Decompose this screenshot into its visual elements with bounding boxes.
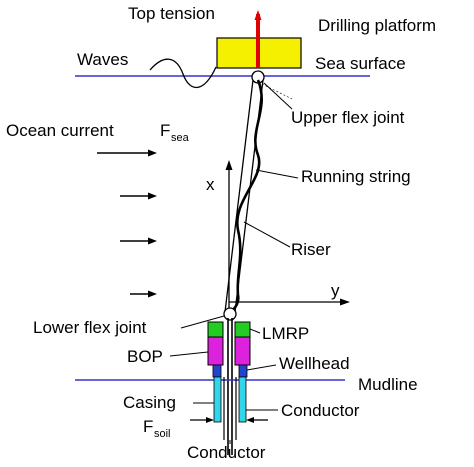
label-mudline: Mudline bbox=[358, 375, 418, 394]
label-drilling-platform: Drilling platform bbox=[318, 16, 436, 35]
casing-right bbox=[238, 376, 247, 423]
label-running-string: Running string bbox=[301, 167, 411, 186]
label-riser: Riser bbox=[291, 240, 331, 259]
lower-flex-joint bbox=[223, 307, 237, 321]
label-ocean-current: Ocean current bbox=[6, 121, 114, 140]
top-tension-arrow bbox=[254, 10, 262, 20]
bop-leader bbox=[169, 351, 209, 357]
running-string-leader bbox=[255, 169, 299, 179]
lmrp-left bbox=[207, 321, 224, 338]
riser-left-wall bbox=[224, 79, 254, 313]
label-lower-flex-joint: Lower flex joint bbox=[33, 318, 147, 337]
riser-leader bbox=[243, 221, 291, 248]
lower-flex-joint-leader bbox=[180, 315, 225, 329]
label-f-soil-subscript: soil bbox=[154, 428, 171, 440]
label-top-tension: Top tension bbox=[128, 4, 215, 23]
bop-right bbox=[234, 336, 251, 366]
f-soil-arrowhead-left bbox=[206, 417, 214, 423]
label-waves: Waves bbox=[77, 50, 128, 69]
label-casing: Casing bbox=[123, 393, 176, 412]
wave-curve bbox=[149, 58, 217, 89]
f-soil-arrowhead-right bbox=[246, 417, 254, 423]
upper-flex-joint-leader bbox=[263, 82, 293, 110]
lmrp-right bbox=[234, 321, 251, 338]
label-bop: BOP bbox=[127, 347, 163, 366]
wellhead-right bbox=[238, 364, 248, 378]
wellhead-left bbox=[212, 364, 222, 378]
label-upper-flex-joint: Upper flex joint bbox=[291, 108, 405, 127]
ocean-current-arrows bbox=[97, 149, 157, 298]
casing-left bbox=[213, 376, 222, 423]
upper-flex-joint-leader-2 bbox=[261, 83, 293, 100]
lmrp-leader bbox=[249, 328, 261, 334]
wellhead-leader bbox=[246, 364, 277, 371]
label-f-soil: F bbox=[143, 417, 153, 436]
y-axis-arrowhead bbox=[340, 298, 350, 306]
label-x-axis: x bbox=[206, 175, 215, 194]
label-conductor-right: Conductor bbox=[281, 401, 360, 420]
running-string bbox=[228, 79, 263, 315]
label-sea-surface: Sea surface bbox=[315, 54, 406, 73]
label-y-axis: y bbox=[331, 281, 340, 300]
x-axis-arrowhead bbox=[225, 160, 233, 170]
label-conductor-bottom: Conductor bbox=[187, 443, 266, 462]
label-wellhead: Wellhead bbox=[279, 354, 350, 373]
label-f-sea: F bbox=[160, 121, 170, 140]
bop-left bbox=[207, 336, 224, 366]
label-f-sea-subscript: sea bbox=[171, 132, 190, 144]
label-lmrp: LMRP bbox=[262, 324, 309, 343]
